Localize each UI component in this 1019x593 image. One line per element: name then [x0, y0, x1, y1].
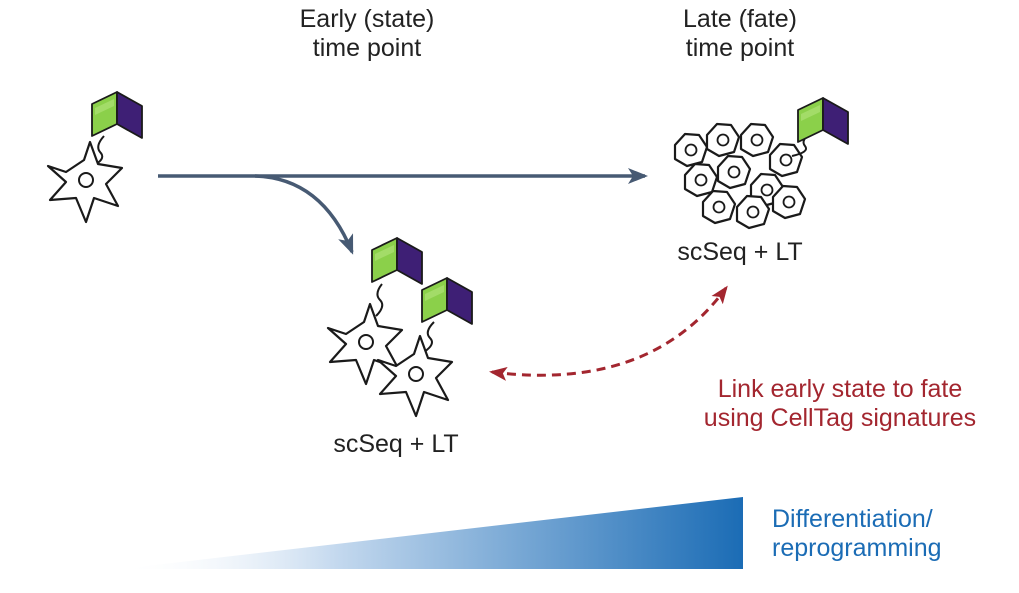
link-arrow — [489, 285, 728, 381]
cell-tag-icon — [371, 237, 423, 285]
lineage-arrow-early — [254, 174, 354, 255]
early-cells — [326, 237, 473, 418]
cell-tag-icon — [797, 97, 849, 145]
late-scseq-label: scSeq + LT — [677, 238, 803, 266]
start-cell — [46, 91, 143, 224]
tag-tether — [95, 135, 105, 165]
tag-tether — [375, 283, 384, 317]
early-timepoint-header: Early (state) time point — [299, 5, 435, 62]
tag-tether — [423, 321, 435, 353]
cell-icon — [376, 334, 454, 418]
cell-icon — [46, 140, 124, 224]
differentiation-gradient — [120, 497, 743, 569]
link-state-fate-label: Link early state to fate using CellTag s… — [703, 375, 977, 432]
cell-tag-icon — [421, 277, 473, 325]
late-colony — [673, 97, 849, 230]
differentiation-label: Differentiation/ reprogramming — [772, 505, 942, 562]
early-scseq-label: scSeq + LT — [333, 430, 459, 458]
cell-tag-icon — [91, 91, 143, 139]
late-timepoint-header: Late (fate) time point — [683, 5, 797, 62]
